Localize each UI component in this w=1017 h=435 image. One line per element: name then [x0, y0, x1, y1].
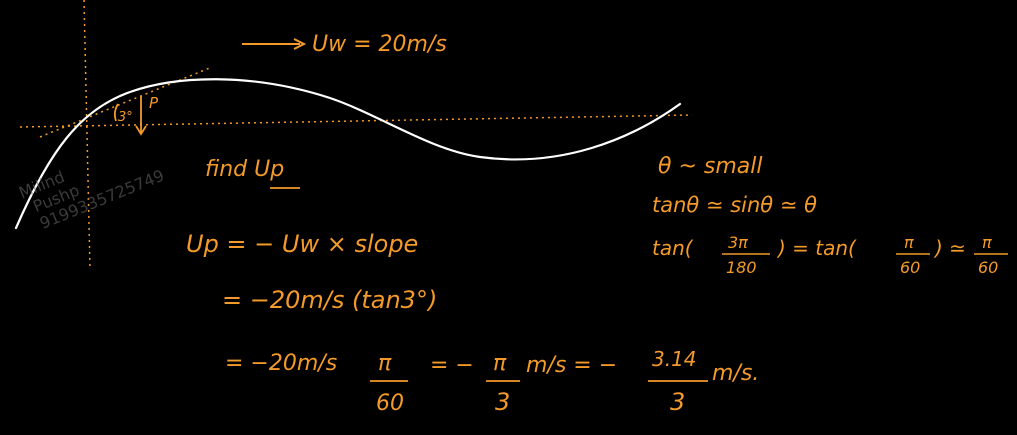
velocity-arrow: [242, 38, 307, 50]
angle-arc: [113, 103, 119, 122]
equation-2: = −20m/s (tan3°): [222, 286, 437, 314]
fraction-b-numerator: π: [904, 233, 914, 252]
fraction-pi-over-60-right: π 60: [896, 233, 930, 277]
fraction-3pi-over-180: 3π 180: [722, 233, 770, 277]
task-text: find Up: [205, 157, 284, 182]
approx-line-3-prefix: tan(: [652, 236, 694, 260]
fraction-1-numerator: π: [378, 351, 392, 376]
angle-label: 3°: [118, 110, 133, 125]
vertical-dotted-axis: [83, 0, 91, 269]
fraction-pi-over-60: π 60: [370, 351, 408, 416]
approx-line-1: θ ~ small: [658, 154, 762, 179]
equation-1: Up = − Uw × slope: [186, 230, 418, 258]
fraction-pi-over-60-result: π 60: [974, 233, 1008, 277]
fraction-c-numerator: π: [982, 233, 992, 252]
approx-line-3-mid: ) = tan(: [776, 236, 857, 260]
equation-3-prefix: = −20m/s: [225, 351, 337, 376]
equation-3-mid: = −: [430, 353, 474, 378]
wave-curve: [14, 78, 682, 230]
velocity-label: Uw = 20m/s: [312, 32, 447, 57]
fraction-314-over-3: 3.14 3: [648, 347, 708, 416]
fraction-2-numerator: π: [493, 351, 507, 376]
equation-3-mid2: m/s = −: [526, 353, 617, 378]
approx-line-2: tanθ ≃ sinθ ≃ θ: [652, 193, 817, 217]
fraction-1-denominator: 60: [376, 391, 404, 416]
fraction-b-denominator: 60: [900, 258, 920, 277]
watermark: Milind Pushp 9199335725749: [16, 166, 167, 233]
approx-line-3-end: ) ≃: [933, 236, 966, 260]
fraction-a-denominator: 180: [726, 258, 757, 277]
equation-3-end: m/s.: [712, 361, 759, 386]
horizontal-dotted-axis: [19, 114, 693, 128]
fraction-3-denominator: 3: [670, 388, 685, 416]
particle-velocity-arrow: [135, 96, 147, 136]
point-label: P: [149, 94, 159, 112]
fraction-2-denominator: 3: [495, 388, 510, 416]
fraction-3-numerator: 3.14: [652, 347, 697, 371]
fraction-pi-over-3: π 3: [486, 351, 520, 416]
tangent-dotted-line: [39, 66, 213, 138]
fraction-c-denominator: 60: [978, 258, 998, 277]
fraction-a-numerator: 3π: [728, 233, 748, 252]
